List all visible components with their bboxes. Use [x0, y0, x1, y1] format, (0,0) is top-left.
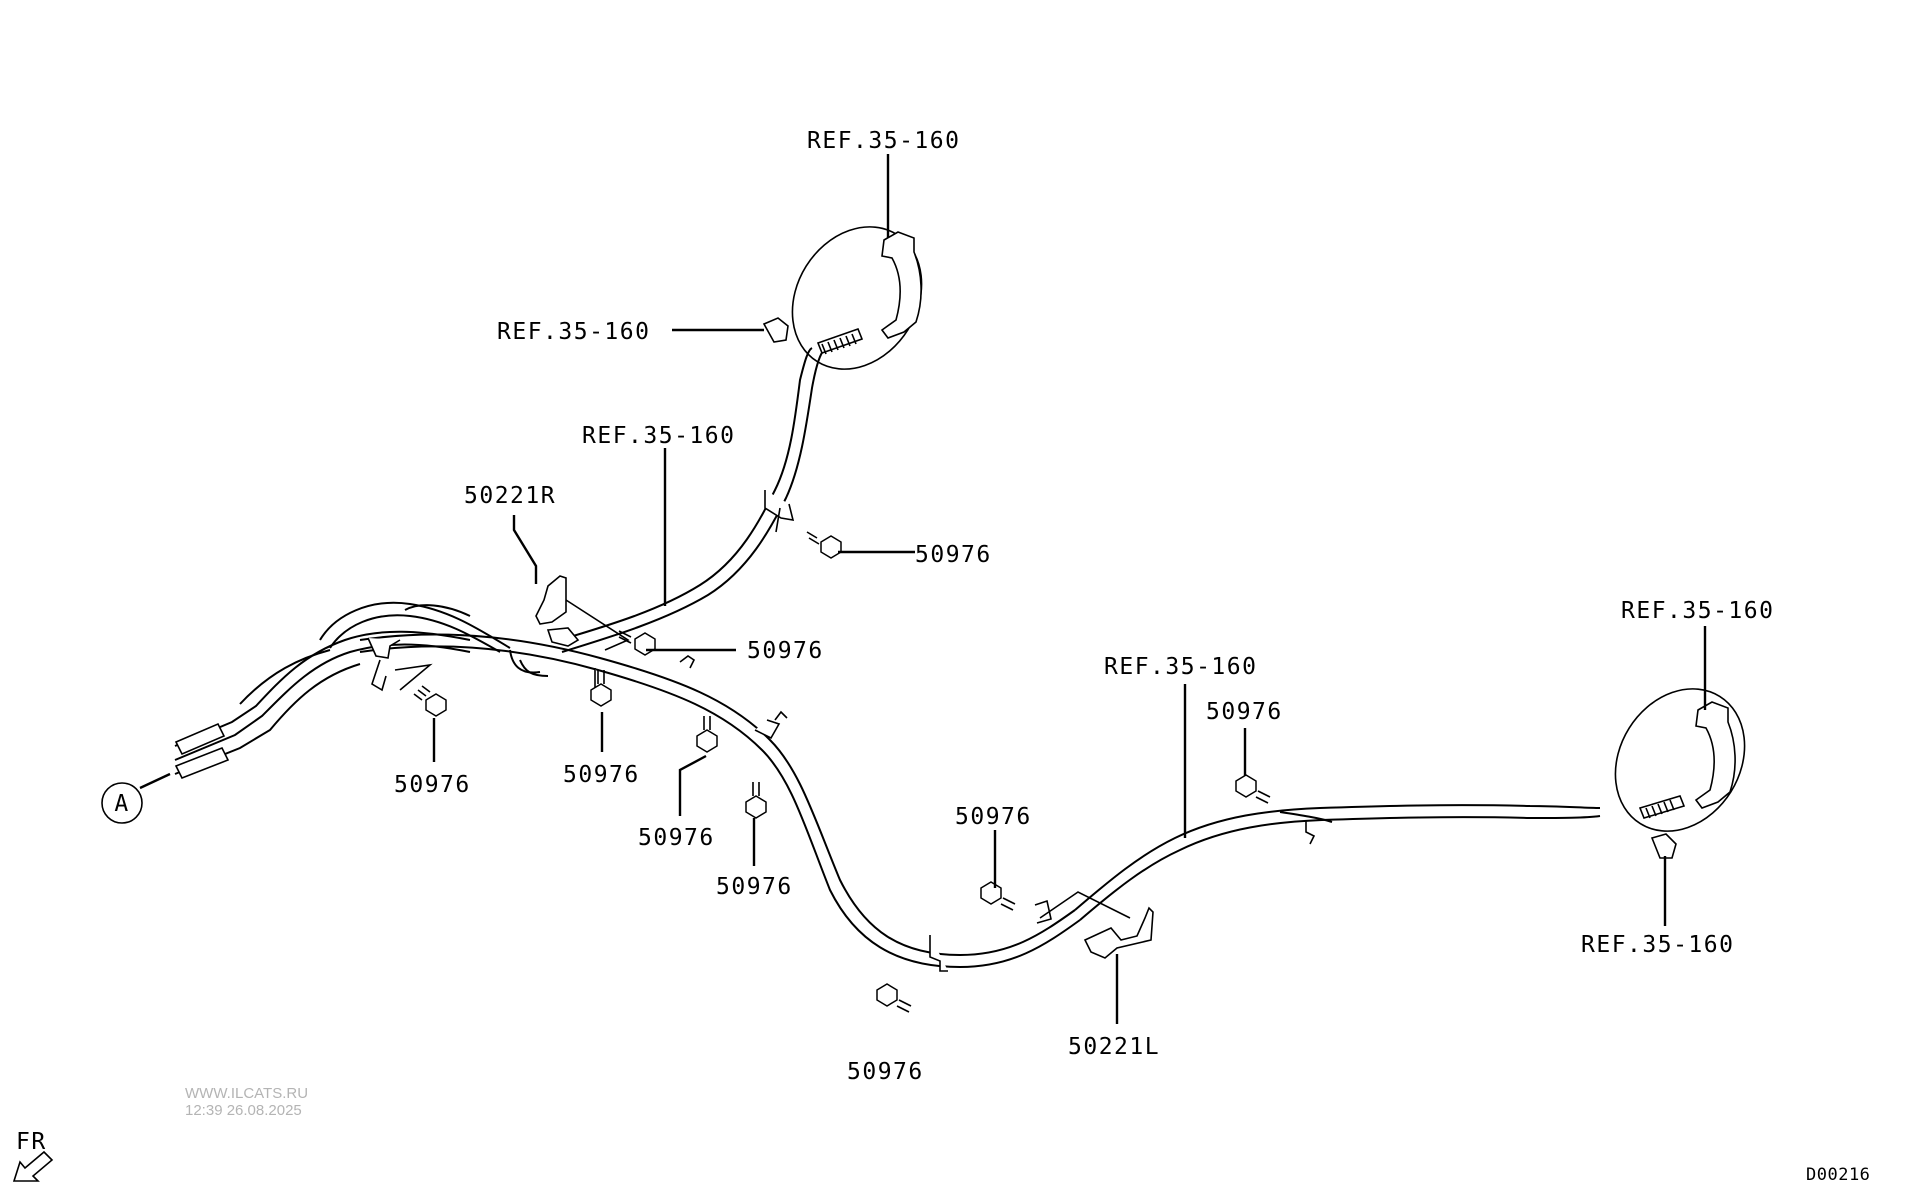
bolt-6-label: 50976 — [716, 874, 793, 900]
bracket-50221l-label: 50221L — [1068, 1034, 1160, 1060]
arrow-down-left-icon — [12, 1150, 54, 1182]
bolt-4-label: 50976 — [563, 762, 640, 788]
watermark-site: WWW.ILCATS.RU — [185, 1085, 308, 1102]
drawing-code: D00216 — [1806, 1165, 1870, 1185]
bolt-9-label: 50976 — [1206, 699, 1283, 725]
bolt-1-label: 50976 — [915, 542, 992, 568]
ref-right-cable-label: REF.35-160 — [1104, 654, 1257, 680]
connector-a-label: A — [114, 791, 129, 817]
front-direction-marker: FR — [12, 1129, 54, 1182]
bolt-2-label: 50976 — [747, 638, 824, 664]
bolt-7-label: 50976 — [955, 804, 1032, 830]
bracket-50221l-part — [1039, 891, 1154, 959]
cable-clips — [367, 490, 1316, 972]
ref-top-shoe-label: REF.35-160 — [807, 128, 960, 154]
bolt-5-label: 50976 — [638, 825, 715, 851]
bolts — [413, 531, 1271, 1013]
ref-top-cable-label: REF.35-160 — [582, 423, 735, 449]
right-brake-drum — [1614, 688, 1746, 859]
bolt-3-label: 50976 — [394, 772, 471, 798]
watermark-datetime: 12:39 26.08.2025 — [185, 1102, 302, 1119]
leader-lines — [139, 154, 1707, 1024]
top-brake-drum — [762, 226, 923, 370]
bracket-50221r-label: 50221R — [464, 483, 556, 509]
ref-right-shoe-label: REF.35-160 — [1621, 598, 1774, 624]
ref-right-cable-end-label: REF.35-160 — [1581, 932, 1734, 958]
bracket-50221r-part — [535, 575, 630, 651]
bolt-8-label: 50976 — [847, 1059, 924, 1085]
connector-a: A — [101, 782, 143, 824]
ref-top-cable-end-label: REF.35-160 — [497, 319, 650, 345]
direction-label: FR — [16, 1129, 47, 1155]
